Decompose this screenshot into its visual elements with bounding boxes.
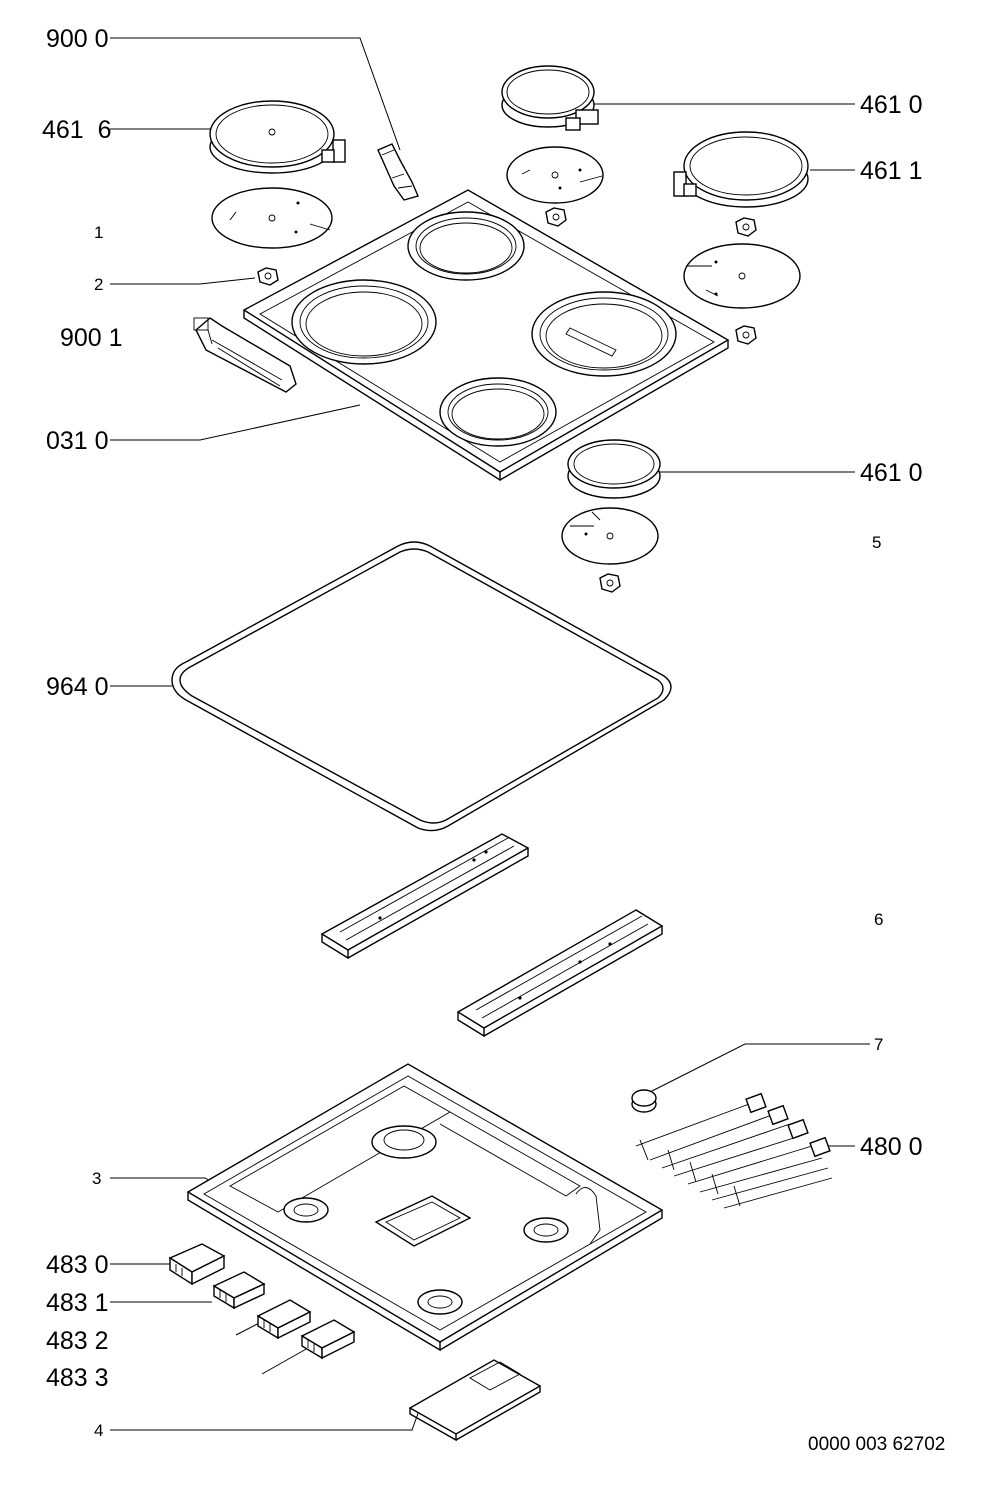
nut-5	[599, 573, 621, 593]
label-461-0-top: 461 0	[860, 91, 923, 119]
reflector-disc-5	[561, 507, 659, 565]
bracket-900-0	[377, 143, 419, 201]
drawing-code: 0000 003 62702	[808, 1434, 946, 1455]
connector-483-3	[300, 1319, 356, 1360]
hotplate-461-1	[673, 131, 809, 208]
label-483-2: 483 2	[46, 1327, 109, 1355]
label-4: 4	[94, 1421, 104, 1440]
hotplate-461-0-mid	[567, 439, 661, 499]
nut-top	[545, 207, 567, 227]
label-461-6: 461 6	[42, 116, 112, 144]
label-900-1: 900 1	[60, 324, 123, 352]
label-483-1: 483 1	[46, 1289, 109, 1317]
label-6: 6	[874, 910, 884, 929]
label-1: 1	[94, 223, 104, 242]
base-pan-3	[186, 1063, 664, 1352]
nut-right-2	[735, 325, 757, 345]
nut-right-1	[735, 217, 757, 237]
reflector-disc-top	[506, 146, 604, 204]
label-461-1: 461 1	[860, 157, 923, 185]
support-rail-lower	[456, 909, 664, 1038]
connector-483-2	[256, 1299, 312, 1340]
reflector-disc-1	[211, 187, 333, 249]
hotplate-461-6	[209, 100, 346, 174]
label-964-0: 964 0	[46, 673, 109, 701]
control-panel-900-1	[193, 317, 297, 393]
label-900-0: 900 0	[46, 25, 109, 53]
support-rail-upper	[320, 833, 530, 960]
label-461-0-mid: 461 0	[860, 459, 923, 487]
connector-483-1	[212, 1271, 266, 1310]
label-031-0: 031 0	[46, 427, 109, 455]
cover-plate-4	[408, 1359, 542, 1442]
connector-483-0	[168, 1243, 226, 1286]
hotplate-461-0-top	[501, 65, 599, 131]
label-480-0: 480 0	[860, 1133, 923, 1161]
label-5: 5	[872, 533, 882, 552]
switches-480-0	[635, 1092, 833, 1209]
label-483-0: 483 0	[46, 1251, 109, 1279]
nut-2	[257, 267, 279, 286]
label-2: 2	[94, 275, 104, 294]
label-7: 7	[874, 1035, 884, 1054]
label-3: 3	[92, 1169, 102, 1188]
knob-7	[631, 1089, 657, 1113]
label-483-3: 483 3	[46, 1364, 109, 1392]
reflector-disc-right	[683, 243, 801, 309]
cooktop-frame-031-0	[242, 189, 730, 482]
gasket-964-0	[171, 541, 672, 832]
